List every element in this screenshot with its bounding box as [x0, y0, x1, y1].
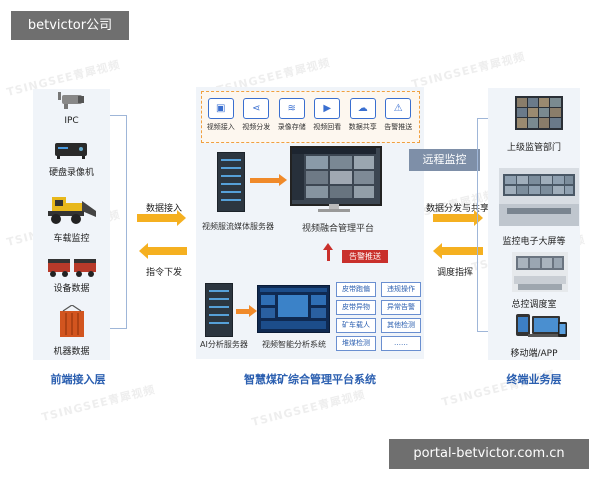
dispatch-room-icon	[512, 252, 568, 292]
fusion-platform-label: 视频融合管理平台	[302, 224, 375, 234]
media-server-rack-icon	[217, 152, 245, 212]
dispatch-label: 调度指挥	[437, 268, 474, 278]
front-end-layer-title: 前端接入层	[50, 373, 106, 386]
watermark: TSINGSEE青犀视频	[40, 383, 157, 424]
vehicle-label: 车载监控	[53, 234, 90, 244]
feature-row: ▣ 视频接入 ⋖ 视频分发 ≋ 录像存储 ▶ 视频回看 ☁ 数据共享 ⚠ 告警推…	[203, 98, 416, 132]
analysis-system-label: 视频智能分析系统	[262, 340, 326, 349]
playback-icon: ▶	[314, 98, 341, 119]
command-arrow	[139, 243, 187, 259]
platform-monitor-icon	[290, 146, 382, 206]
alarm-push-badge: 告警推送	[342, 250, 388, 263]
watermark: TSINGSEE青犀视频	[250, 388, 367, 429]
left-bracket	[110, 115, 127, 329]
video-in-icon: ▣	[207, 98, 234, 119]
data-access-label: 数据接入	[146, 204, 183, 214]
data-access-arrow	[137, 210, 186, 226]
distribute-arrow	[433, 210, 483, 226]
distribute-label: 数据分发与共享	[426, 204, 490, 214]
right-bracket	[477, 118, 488, 332]
func-belt-deviation: 皮带跑偏	[336, 282, 376, 297]
server-to-platform-arrow	[250, 174, 287, 186]
dispatch-room-label: 总控调度室	[511, 300, 557, 310]
feature-playback: ▶ 视频回看	[312, 98, 342, 132]
footer-banner: portal-betvictor.com.cn	[389, 439, 589, 469]
mine-cart-icon	[47, 256, 97, 278]
platform-layer-title: 智慧煤矿综合管理平台系统	[244, 373, 376, 386]
ai-to-analysis-arrow	[236, 305, 257, 317]
big-screen-label: 监控电子大屏等	[502, 237, 566, 247]
monitor-stand	[329, 204, 339, 210]
feature-video-distribute: ⋖ 视频分发	[241, 98, 271, 132]
ipc-label: IPC	[64, 116, 79, 126]
media-server-label: 视频服流媒体服务器	[202, 222, 274, 231]
storage-icon: ≋	[278, 98, 305, 119]
terminal-layer-title: 终端业务层	[506, 373, 562, 386]
video-wall-icon	[515, 96, 563, 130]
func-violation: 违规操作	[381, 282, 421, 297]
feature-video-in: ▣ 视频接入	[206, 98, 236, 132]
dispatch-arrow	[433, 243, 483, 259]
vehicle-icon	[44, 193, 98, 225]
analysis-screen-icon	[257, 285, 330, 333]
device-data-label: 设备数据	[53, 284, 90, 294]
ai-server-rack-icon	[205, 283, 233, 337]
alarm-up-arrow	[323, 243, 333, 261]
func-more: ……	[381, 336, 421, 351]
func-abnormal-alarm: 异常告警	[381, 300, 421, 315]
watermark: TSINGSEE青犀视频	[410, 50, 527, 91]
dvr-label: 硬盘录像机	[48, 168, 94, 178]
supervisor-label: 上级监管部门	[506, 143, 561, 153]
feature-data-share: ☁ 数据共享	[348, 98, 378, 132]
func-other: 其他检测	[381, 318, 421, 333]
camera-icon	[56, 92, 86, 110]
func-coal-pile: 堆煤检测	[336, 336, 376, 351]
dvr-icon	[54, 140, 88, 160]
ai-server-label: AI分析服务器	[200, 340, 248, 349]
mobile-devices-icon	[514, 312, 568, 340]
func-belt-foreign: 皮带异物	[336, 300, 376, 315]
monitor-base	[318, 209, 350, 212]
share-icon: ⋖	[243, 98, 270, 119]
container-icon	[57, 304, 87, 339]
feature-box	[201, 91, 420, 143]
control-room-icon	[499, 168, 579, 226]
top-banner: betvictor公司	[11, 11, 129, 40]
command-label: 指令下发	[146, 268, 183, 278]
cloud-share-icon: ☁	[349, 98, 376, 119]
feature-recording: ≋ 录像存储	[277, 98, 307, 132]
machine-data-label: 机器数据	[53, 347, 90, 357]
func-cart-passenger: 矿车载人	[336, 318, 376, 333]
remote-monitor-badge: 远程监控	[409, 149, 480, 171]
warning-icon: ⚠	[385, 98, 412, 119]
mobile-app-label: 移动端/APP	[510, 349, 558, 359]
feature-alarm-push: ⚠ 告警推送	[383, 98, 413, 132]
